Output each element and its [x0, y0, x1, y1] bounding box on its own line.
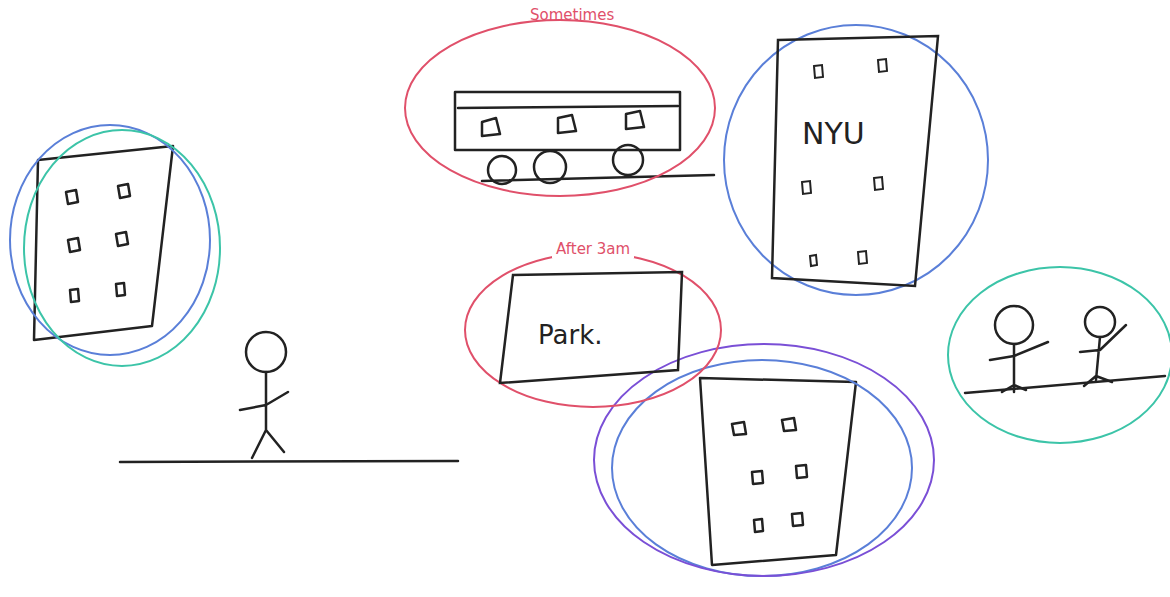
nyu-building-outline [770, 36, 940, 292]
green-circle [24, 130, 220, 366]
park-box: Park. [498, 270, 684, 385]
node-text: After 3am [552, 240, 634, 258]
blue-circle [10, 125, 210, 355]
train [455, 92, 714, 184]
note-label: Sometimes [530, 6, 614, 24]
node-text: NYU [802, 116, 865, 151]
left-building [34, 146, 173, 340]
red-circle [405, 20, 715, 196]
blue-circle [612, 360, 912, 576]
purple-circle [594, 344, 934, 576]
blue-circle [724, 25, 988, 295]
nyu-building: NYU [770, 36, 940, 292]
green-circle [948, 267, 1170, 443]
two-people [965, 306, 1165, 393]
stick-figure [120, 332, 458, 462]
bottom-building [700, 378, 856, 565]
node-text: Park. [538, 320, 602, 350]
red-circle-region: After 3amPark. [462, 250, 724, 410]
